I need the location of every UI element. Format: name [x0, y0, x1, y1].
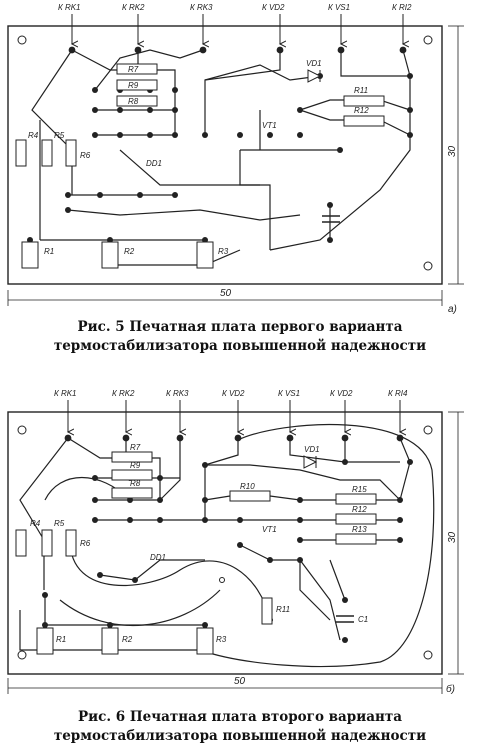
terminal-labels: К RK1 К RK2 К RK3 К VD2 К VS1 К VD2 К RI… — [54, 389, 408, 398]
component-label: R4 — [28, 131, 39, 140]
pcb-outline — [7, 411, 443, 675]
pot-bodies — [21, 241, 214, 269]
dimension-width: 50 — [220, 288, 232, 299]
terminal-arrows — [68, 400, 400, 432]
pot-bodies — [36, 627, 214, 655]
component-label: R6 — [80, 151, 91, 160]
dimension-height: 30 — [447, 531, 458, 543]
mounting-hole — [17, 650, 27, 660]
via-hole — [219, 577, 225, 583]
caption-line: Рис. 6 Печатная плата второго варианта — [78, 709, 402, 725]
mounting-hole — [17, 35, 27, 45]
panel-letter: б) — [446, 683, 455, 695]
diode-symbol — [303, 455, 318, 469]
pot-labels: R1 R2 R3 — [44, 247, 229, 256]
component-label: DD1 — [146, 159, 162, 168]
component-label: R9 — [130, 461, 141, 470]
terminal-label: К RK1 — [58, 3, 81, 12]
component-label: R3 — [216, 635, 227, 644]
component-label: R10 — [240, 482, 255, 491]
resistor-bodies — [15, 63, 385, 167]
terminal-label: К VS1 — [278, 389, 300, 398]
caption-line: термостабилизатора повышенной надежности — [53, 338, 427, 354]
copper-traces — [31, 49, 411, 266]
terminal-label: К RK2 — [112, 389, 135, 398]
mounting-hole — [423, 650, 433, 660]
caption-line: термостабилизатора повышенной надежности — [53, 728, 427, 744]
component-label: C1 — [358, 615, 368, 624]
component-label: VT1 — [262, 121, 277, 130]
component-label: R3 — [218, 247, 229, 256]
mounting-hole — [423, 261, 433, 271]
figure-6-board: К RK1 К RK2 К RK3 К VD2 К VS1 К VD2 К RI… — [7, 389, 464, 695]
terminal-label: К VS1 — [328, 3, 350, 12]
component-label: R8 — [130, 479, 141, 488]
component-label: R7 — [130, 443, 141, 452]
component-label: R13 — [352, 525, 367, 534]
pcb-outline — [7, 25, 443, 285]
component-label: R11 — [276, 605, 290, 614]
component-label: R2 — [122, 635, 133, 644]
pot-labels: R1 R2 R3 — [56, 635, 227, 644]
resistor-labels: R7 R9 R8 R10 R15 R12 R13 R4 R5 R6 R11 — [30, 443, 367, 614]
figure-6-caption: Рис. 6 Печатная плата второго варианта т… — [0, 708, 480, 746]
capacitor-symbol — [336, 615, 354, 623]
component-label: VD1 — [304, 445, 320, 454]
component-label: R6 — [80, 539, 91, 548]
terminal-label: К RI2 — [392, 3, 412, 12]
terminal-label: К RK2 — [122, 3, 145, 12]
component-label: R7 — [128, 65, 139, 74]
component-label: R12 — [354, 106, 369, 115]
component-label: R11 — [354, 86, 368, 95]
component-label: DD1 — [150, 553, 166, 562]
mounting-hole — [17, 425, 27, 435]
component-label: R9 — [128, 81, 139, 90]
capacitor-symbol — [322, 215, 340, 223]
figure-5-caption: Рис. 5 Печатная плата первого варианта т… — [0, 318, 480, 356]
component-label: VT1 — [262, 525, 277, 534]
component-label: R1 — [56, 635, 66, 644]
component-label: R15 — [352, 485, 367, 494]
component-label: R12 — [352, 505, 367, 514]
terminal-label: К RI4 — [388, 389, 408, 398]
mounting-hole — [423, 35, 433, 45]
component-label: R2 — [124, 247, 135, 256]
terminal-label: К VD2 — [262, 3, 285, 12]
component-label: R4 — [30, 519, 41, 528]
terminal-labels: К RK1 К RK2 К RK3 К VD2 К VS1 К RI2 — [58, 3, 412, 12]
component-label: VD1 — [306, 59, 322, 68]
diode-symbol — [307, 69, 322, 83]
resistor-bodies — [15, 451, 377, 625]
figure-5-board: К RK1 К RK2 К RK3 К VD2 К VS1 К RI2 — [7, 3, 464, 315]
dimension-width: 50 — [234, 676, 246, 687]
component-label: R8 — [128, 97, 139, 106]
component-label: R5 — [54, 131, 65, 140]
terminal-arrows — [72, 14, 403, 44]
dimension-height: 30 — [447, 145, 458, 157]
dimension-lines — [7, 411, 464, 694]
terminal-label: К RK1 — [54, 389, 77, 398]
caption-line: Рис. 5 Печатная плата первого варианта — [77, 319, 403, 335]
resistor-labels: R7 R9 R8 R11 R12 R4 R5 R6 — [28, 65, 369, 160]
terminal-label: К VD2 — [330, 389, 353, 398]
dimension-lines — [7, 25, 464, 306]
mounting-hole — [423, 425, 433, 435]
terminal-label: К RK3 — [166, 389, 189, 398]
component-label: R1 — [44, 247, 54, 256]
panel-letter: a) — [448, 304, 457, 315]
terminal-label: К RK3 — [190, 3, 213, 12]
terminal-label: К VD2 — [222, 389, 245, 398]
component-label: R5 — [54, 519, 65, 528]
